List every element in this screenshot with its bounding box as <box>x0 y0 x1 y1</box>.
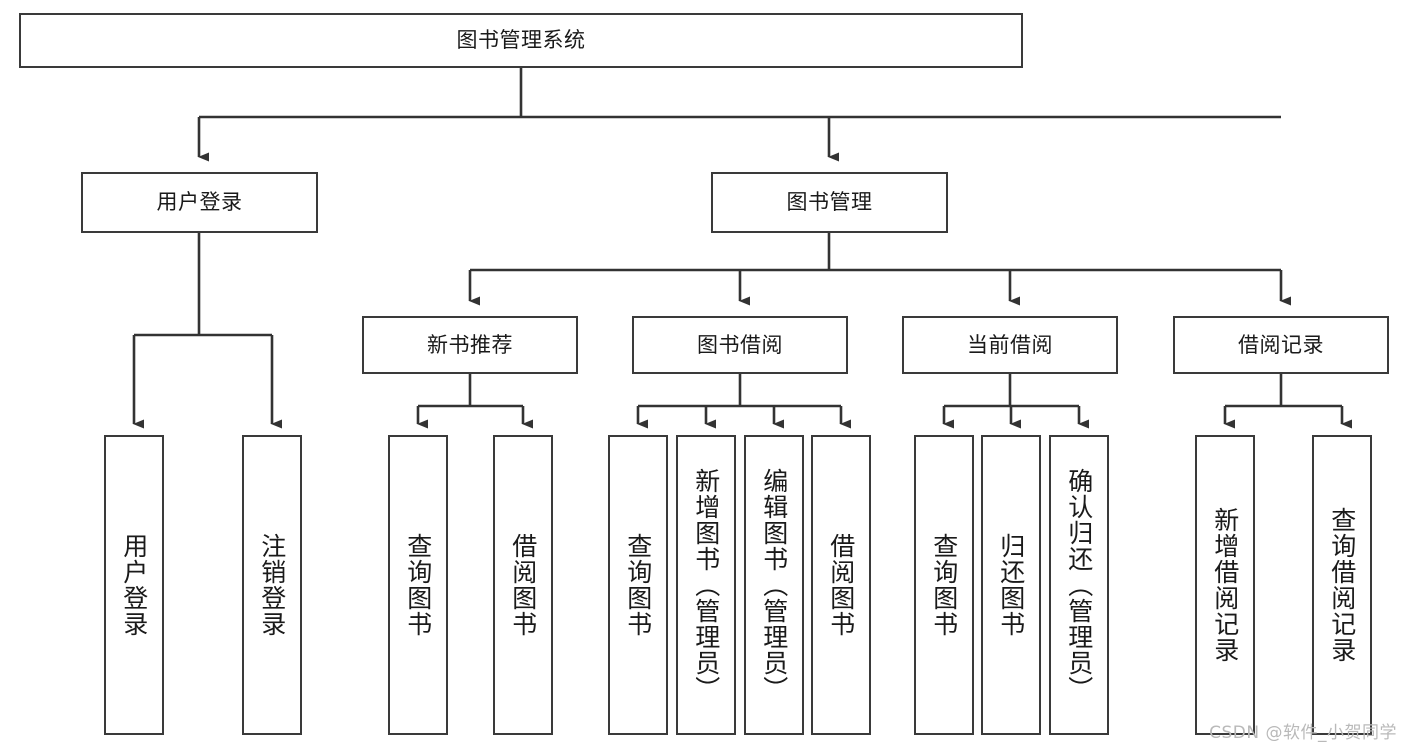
node-leaf-query-book-1[interactable]: 查询图书 <box>388 435 448 735</box>
node-book-manage[interactable]: 图书管理 <box>711 172 948 233</box>
node-leaf-borrow-book-1[interactable]: 借阅图书 <box>493 435 553 735</box>
node-leaf-add-record-label: 新增借阅记录 <box>1210 507 1240 663</box>
node-leaf-add-record[interactable]: 新增借阅记录 <box>1195 435 1255 735</box>
node-leaf-edit-book[interactable]: 编辑图书（管理员） <box>744 435 804 735</box>
node-leaf-borrow-book-2[interactable]: 借阅图书 <box>811 435 871 735</box>
node-leaf-query-book-2[interactable]: 查询图书 <box>608 435 668 735</box>
node-leaf-query-book-1-label: 查询图书 <box>403 533 433 637</box>
node-current-borrow-label: 当前借阅 <box>967 332 1053 357</box>
node-leaf-query-book-3-label: 查询图书 <box>929 533 959 637</box>
node-borrow-record[interactable]: 借阅记录 <box>1173 316 1389 374</box>
node-leaf-query-book-3[interactable]: 查询图书 <box>914 435 974 735</box>
node-leaf-query-record-label: 查询借阅记录 <box>1327 507 1357 663</box>
node-leaf-logout[interactable]: 注销登录 <box>242 435 302 735</box>
node-root[interactable]: 图书管理系统 <box>19 13 1023 68</box>
node-book-borrow-label: 图书借阅 <box>697 332 783 357</box>
node-new-book-rec-label: 新书推荐 <box>427 332 513 357</box>
node-leaf-borrow-book-2-label: 借阅图书 <box>826 533 856 637</box>
node-leaf-add-book-label: 新增图书（管理员） <box>691 468 721 702</box>
node-book-borrow[interactable]: 图书借阅 <box>632 316 848 374</box>
node-leaf-borrow-book-1-label: 借阅图书 <box>508 533 538 637</box>
node-leaf-query-record[interactable]: 查询借阅记录 <box>1312 435 1372 735</box>
node-user-login-label: 用户登录 <box>156 190 243 215</box>
node-leaf-confirm-return-label: 确认归还（管理员） <box>1064 468 1094 702</box>
node-current-borrow[interactable]: 当前借阅 <box>902 316 1118 374</box>
node-leaf-user-login-label: 用户登录 <box>119 533 149 637</box>
node-leaf-return-book[interactable]: 归还图书 <box>981 435 1041 735</box>
node-user-login[interactable]: 用户登录 <box>81 172 318 233</box>
node-leaf-confirm-return[interactable]: 确认归还（管理员） <box>1049 435 1109 735</box>
node-leaf-return-book-label: 归还图书 <box>996 533 1026 637</box>
node-leaf-edit-book-label: 编辑图书（管理员） <box>759 468 789 702</box>
node-leaf-user-login[interactable]: 用户登录 <box>104 435 164 735</box>
node-book-manage-label: 图书管理 <box>786 190 873 215</box>
node-root-label: 图书管理系统 <box>456 28 586 53</box>
node-leaf-query-book-2-label: 查询图书 <box>623 533 653 637</box>
node-leaf-add-book[interactable]: 新增图书（管理员） <box>676 435 736 735</box>
node-new-book-rec[interactable]: 新书推荐 <box>362 316 578 374</box>
node-leaf-logout-label: 注销登录 <box>257 533 287 637</box>
node-borrow-record-label: 借阅记录 <box>1238 332 1324 357</box>
